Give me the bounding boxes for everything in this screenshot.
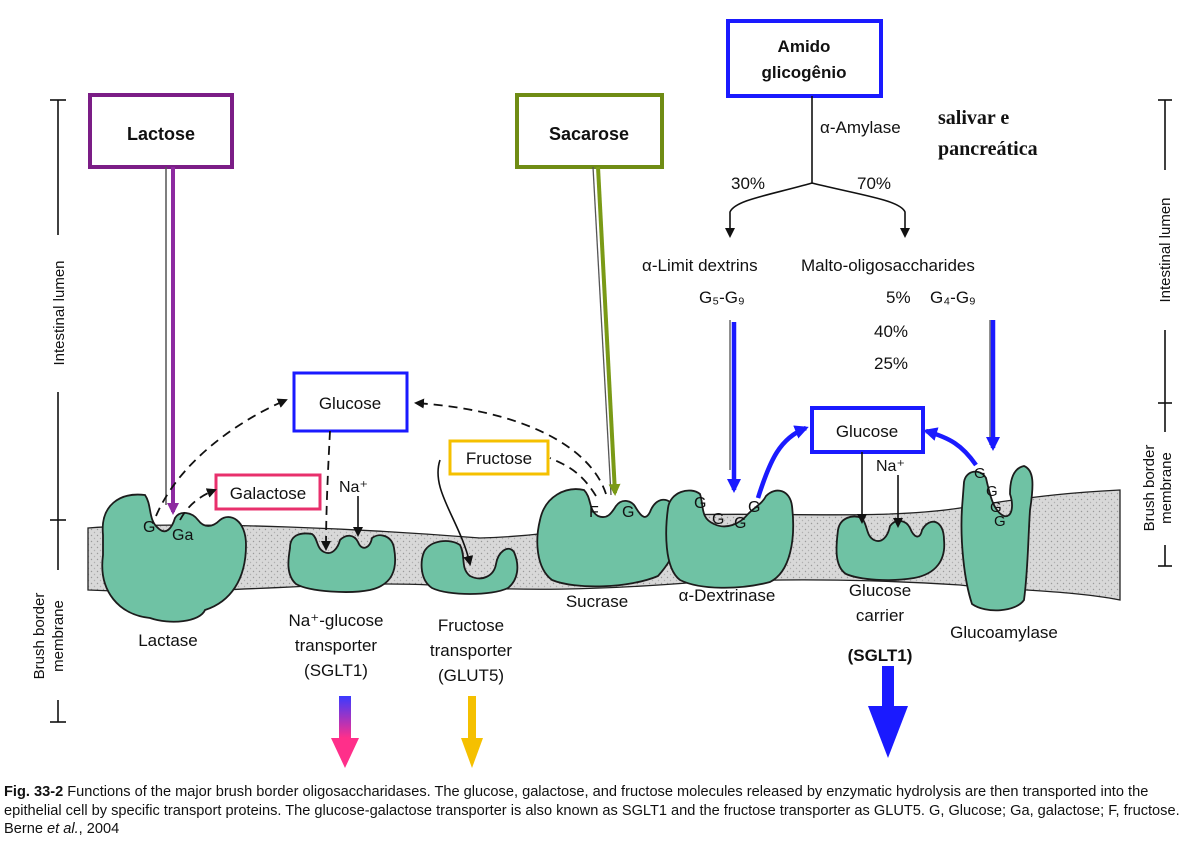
right-side-scale (1158, 99, 1172, 567)
amido-label-line2: glicogênio (762, 63, 847, 82)
gla-g4: G (994, 513, 1006, 530)
carrier-label-1: Glucose (849, 581, 911, 600)
glut5-transporter (420, 540, 519, 595)
figure-caption: Fig. 33-2 Functions of the major brush b… (4, 783, 1199, 839)
malto-arrow (986, 320, 1000, 451)
glucoamylase-label: Glucoamylase (950, 623, 1058, 642)
lactase-enzyme (101, 493, 247, 623)
pct-5: 5% (886, 288, 911, 307)
dextrinase-enzyme (665, 489, 795, 589)
exit-arrow-glut5 (461, 696, 483, 768)
amylase-branch (725, 96, 910, 238)
carrier-label-3: (SGLT1) (848, 646, 913, 665)
dex-g4: G (748, 499, 760, 516)
glucose-right-label: Glucose (836, 422, 898, 441)
lactose-label: Lactose (127, 124, 195, 144)
g5-g9-label: G₅-G₉ (699, 288, 745, 307)
amido-label-line1: Amido (778, 37, 831, 56)
brush-border-right-1: Brush border (1141, 445, 1158, 532)
brush-border-left-2: membrane (50, 600, 67, 672)
lactase-g: G (143, 519, 155, 536)
gla-g1: G (974, 465, 986, 482)
pct-30: 30% (731, 174, 765, 193)
sacarose-arrow (592, 166, 621, 496)
molecule-labels: G Ga Na⁺ F G G G G G Na⁺ G G G G (143, 458, 1006, 544)
gla-g2: G (986, 483, 998, 500)
glut-label-2: transporter (430, 641, 513, 660)
galactose-box: Galactose (214, 473, 322, 511)
fructose-box: Fructose (448, 439, 550, 476)
sglt-label-3: (SGLT1) (304, 661, 368, 680)
brush-border-left-1: Brush border (31, 593, 48, 680)
glut-label-3: (GLUT5) (438, 666, 504, 685)
malto-oligosaccharides-label: Malto-oligosaccharides (801, 256, 975, 275)
sacarose-box: Sacarose (515, 93, 664, 169)
fructose-label: Fructose (466, 449, 532, 468)
limit-dextrins-label: α-Limit dextrins (642, 256, 758, 275)
pct-40: 40% (874, 322, 908, 341)
glucoamylase-enzyme (960, 465, 1034, 612)
glucose-box-left: Glucose (292, 371, 409, 433)
dex-g1: G (694, 495, 706, 512)
exit-arrow-sglt1 (331, 696, 359, 768)
sglt-label-2: transporter (295, 636, 378, 655)
sucrase-g: G (622, 504, 634, 521)
blue-glucose-arrows (755, 425, 978, 499)
dex-g3: G (734, 515, 746, 532)
g4-g9-label: G₄-G₉ (930, 288, 976, 307)
lactase-ga: Ga (172, 527, 193, 544)
carrier-label-2: carrier (856, 606, 905, 625)
left-side-scale (50, 99, 66, 723)
galactose-label: Galactose (230, 484, 307, 503)
brush-border-right-2: membrane (1158, 452, 1175, 524)
sucrase-enzyme (536, 488, 681, 588)
enzyme-labels: Lactase Na⁺-glucose transporter (SGLT1) … (138, 581, 1058, 685)
glucose-carrier-transporter (835, 515, 946, 581)
gla-g3: G (990, 499, 1002, 516)
dextrin-arrow (727, 320, 741, 493)
lactase-label: Lactase (138, 631, 198, 650)
sglt1-transporter (287, 532, 396, 593)
caption-etal: et al. (47, 821, 79, 837)
sacarose-label: Sacarose (549, 124, 629, 144)
pct-25: 25% (874, 354, 908, 373)
glut-label-1: Fructose (438, 616, 504, 635)
caption-fig-label: Fig. 33-2 (4, 784, 64, 800)
lactose-box: Lactose (88, 93, 234, 169)
na-right: Na⁺ (876, 458, 905, 475)
sglt-label-1: Na⁺-glucose (289, 611, 384, 630)
amylase-label: α-Amylase (820, 118, 901, 137)
exit-arrow-carrier (868, 666, 908, 758)
solid-arrows (353, 452, 903, 566)
dashed-arrows (155, 398, 607, 551)
glucose-left-label: Glucose (319, 394, 381, 413)
lactose-arrow (165, 167, 179, 515)
dextrinase-label: α-Dextrinase (679, 586, 776, 605)
amylase-source-line1: salivar e (938, 107, 1009, 129)
glucose-box-right: Glucose (810, 406, 925, 454)
sucrase-label: Sucrase (566, 592, 628, 611)
intestinal-lumen-right: Intestinal lumen (1157, 197, 1174, 302)
caption-year: , 2004 (78, 821, 120, 837)
amido-box: Amido glicogênio (726, 19, 883, 98)
sucrase-f: F (589, 504, 599, 521)
amylase-source-line2: pancreática (938, 138, 1038, 160)
intestinal-lumen-left: Intestinal lumen (51, 260, 68, 365)
na-left: Na⁺ (339, 479, 368, 496)
dex-g2: G (712, 511, 724, 528)
caption-text: Functions of the major brush border olig… (4, 784, 1180, 837)
pct-70: 70% (857, 174, 891, 193)
